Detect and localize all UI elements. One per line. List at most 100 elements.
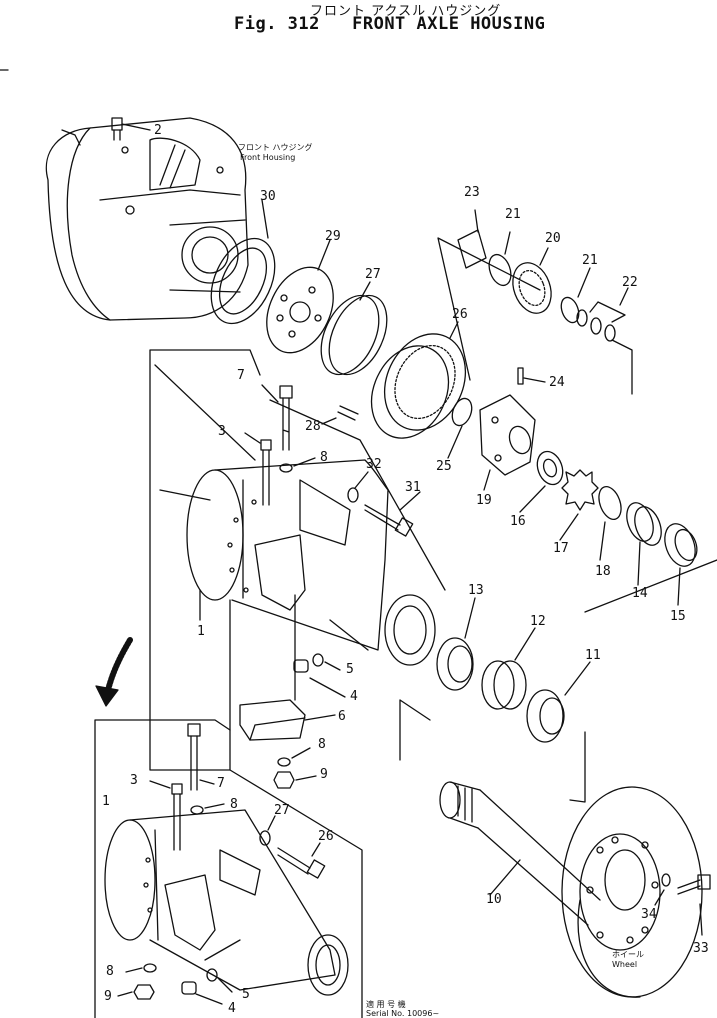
callout-32: 32 [366,457,382,472]
plug-part-4-top [293,659,346,698]
lock-washer-part-17 [559,469,599,541]
callout-26: 26 [452,307,468,322]
callout-6: 6 [338,709,346,724]
bolt-part-7-inset [187,723,215,791]
callout-7-top: 7 [237,368,245,383]
block-part-6 [239,699,336,741]
callout-23: 23 [464,185,480,200]
bearing-part-14 [626,502,662,586]
callout-8-inset-low: 8 [106,964,114,979]
guide-line-housing-diag [269,399,446,591]
callout-31: 31 [405,480,421,495]
wheel-hub [561,786,703,998]
plug-part-4-inset [181,981,223,1005]
washer-part-32 [347,471,369,503]
wheel-label-jp: ホイール [612,950,644,959]
axle-housing-part-1-inset [104,809,349,996]
callout-8-top: 8 [320,450,328,465]
nut-part-16 [519,450,564,513]
wheel-label: Wheel [612,960,638,969]
callout-11: 11 [585,648,601,663]
callout-22: 22 [622,275,638,290]
guide-line-port [329,619,369,651]
housing-guide-lines [149,349,296,771]
callout-1-top: 1 [197,624,205,639]
callout-15: 15 [670,609,686,624]
callout-1-inset: 1 [102,794,110,809]
callout-2: 2 [154,123,162,138]
ring-part-27 [320,281,388,376]
guide-line-inset-port [204,939,241,961]
callout-25: 25 [436,459,452,474]
callout-28: 28 [305,419,321,434]
callout-17: 17 [553,541,569,556]
serial-label-jp: 適 用 号 機 [366,1000,406,1009]
nut-part-9-inset [117,984,155,1000]
callout-24: 24 [549,375,565,390]
figure-title: Fig. 312 FRONT AXLE HOUSING [234,14,545,34]
callout-10: 10 [486,892,502,907]
callout-30: 30 [260,189,276,204]
title-japanese: フロント アクスル ハウジング [310,4,502,19]
axle-shaft-part-10 [439,781,601,926]
front-housing-label-jp: フロント ハウジング [238,143,313,152]
callout-21-left: 21 [505,207,521,222]
carrier-part-19 [479,394,536,491]
callout-7-inset: 7 [217,776,225,791]
washer-part-8-inset-low [125,963,157,973]
bearing-part-21-left [488,231,512,287]
washer-part-18 [598,486,622,561]
front-housing [45,117,249,321]
callout-20: 20 [545,231,561,246]
bearing-part-12 [481,627,536,710]
guide-lines-bearings [399,699,586,803]
callout-16: 16 [510,514,526,529]
figure-name: FRONT AXLE HOUSING [352,14,546,34]
callout-8-inset: 8 [230,797,238,812]
callout-27: 27 [365,267,381,282]
callout-21-right: 21 [582,253,598,268]
washer-part-8-mid [277,747,311,767]
washer-part-27-inset [259,815,276,846]
callout-13: 13 [468,583,484,598]
washers-part-22 [576,287,629,342]
ring-gear-part-26 [370,321,467,439]
plate-part-29 [266,239,334,354]
callout-9-mid: 9 [320,767,328,782]
callout-4-top: 4 [350,689,358,704]
callout-12: 12 [530,614,546,629]
pin-part-28 [321,405,359,425]
rotation-arrow-icon [95,637,133,707]
callout-33: 33 [693,941,709,956]
callout-27-inset: 27 [274,803,290,818]
callout-3-inset: 3 [130,773,138,788]
callout-5-inset: 5 [242,987,250,1002]
inset-frame [94,719,363,1018]
o-ring-part-5-top [312,653,341,671]
nut-part-9-mid [273,771,317,789]
bolt-part-33 [677,874,711,936]
callout-18: 18 [595,564,611,579]
race-part-15 [664,523,698,606]
bolt-part-3-inset [149,780,183,851]
bolt-part-2 [111,117,151,141]
disc-part-30 [210,199,276,325]
race-part-13 [436,597,476,691]
serial-number-label: Serial No. 10096~ [366,1009,440,1018]
callout-9-inset: 9 [104,989,112,1004]
callout-29: 29 [325,229,341,244]
o-ring-part-5-inset [206,968,233,993]
callout-19: 19 [476,493,492,508]
figure-number: Fig. 312 [234,14,320,34]
snap-ring-part-25 [447,397,473,459]
planet-shaft-part-23 [457,209,487,269]
pin-part-24 [517,367,546,385]
assembly-guide-lines [437,237,633,395]
axle-housing-part-1-main [186,459,436,666]
washer-part-34 [654,873,671,906]
guide-line-upper-right [584,559,717,613]
bolt-part-3-top [244,432,272,506]
callout-26-inset: 26 [318,829,334,844]
